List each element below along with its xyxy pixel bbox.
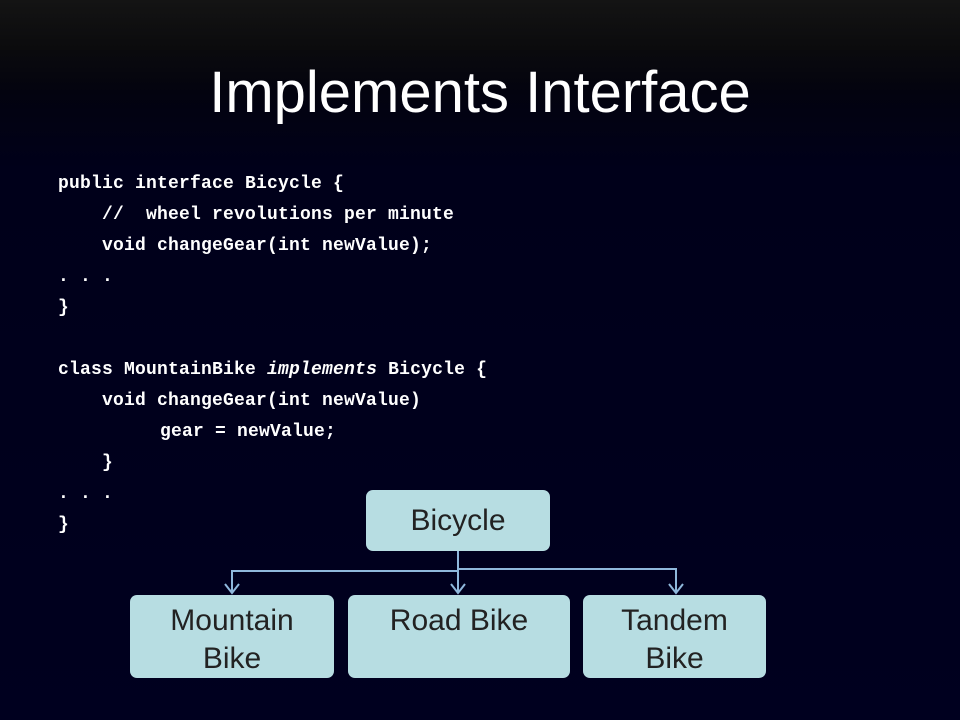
code-class-declaration: class MountainBike implements Bicycle {: [58, 355, 528, 386]
code-comment: // wheel revolutions per minute: [102, 205, 455, 225]
slide-title: Implements Interface: [209, 60, 751, 125]
code-closing-brace: }: [58, 515, 70, 535]
code-implements-keyword: implements: [267, 360, 378, 380]
node-label: Mountain Bike: [170, 604, 294, 675]
arrowhead-road-bike-icon: [450, 583, 466, 595]
node-label: Road Bike: [389, 604, 529, 637]
arrowhead-tandem-bike-icon: [668, 583, 684, 595]
code-ellipsis: . . .: [58, 267, 114, 287]
node-mountain-bike: Mountain Bike: [130, 595, 334, 678]
code-class-prefix: class MountainBike: [58, 360, 268, 380]
node-bicycle: Bicycle: [366, 490, 550, 551]
connector-group: [224, 551, 684, 595]
code-closing-brace: }: [58, 298, 70, 318]
code-method-declaration: void changeGear(int newValue): [102, 391, 422, 411]
node-label: Bicycle: [410, 504, 506, 537]
connector-to-tandem-bike: [457, 551, 677, 592]
connector-to-mountain-bike: [231, 551, 459, 592]
code-method-signature: void changeGear(int newValue);: [102, 236, 433, 256]
node-road-bike: Road Bike: [348, 595, 570, 678]
node-label: Tandem Bike: [621, 604, 728, 675]
code-method-closing-brace: }: [102, 453, 114, 473]
code-class-suffix: Bicycle {: [377, 360, 488, 380]
code-ellipsis: . . .: [58, 484, 114, 504]
node-tandem-bike: Tandem Bike: [583, 595, 766, 678]
code-block: public interface Bicycle { // wheel revo…: [58, 169, 528, 541]
code-interface-declaration: public interface Bicycle {: [58, 174, 345, 194]
arrowhead-mountain-bike-icon: [224, 583, 240, 595]
code-method-body: gear = newValue;: [160, 422, 337, 442]
